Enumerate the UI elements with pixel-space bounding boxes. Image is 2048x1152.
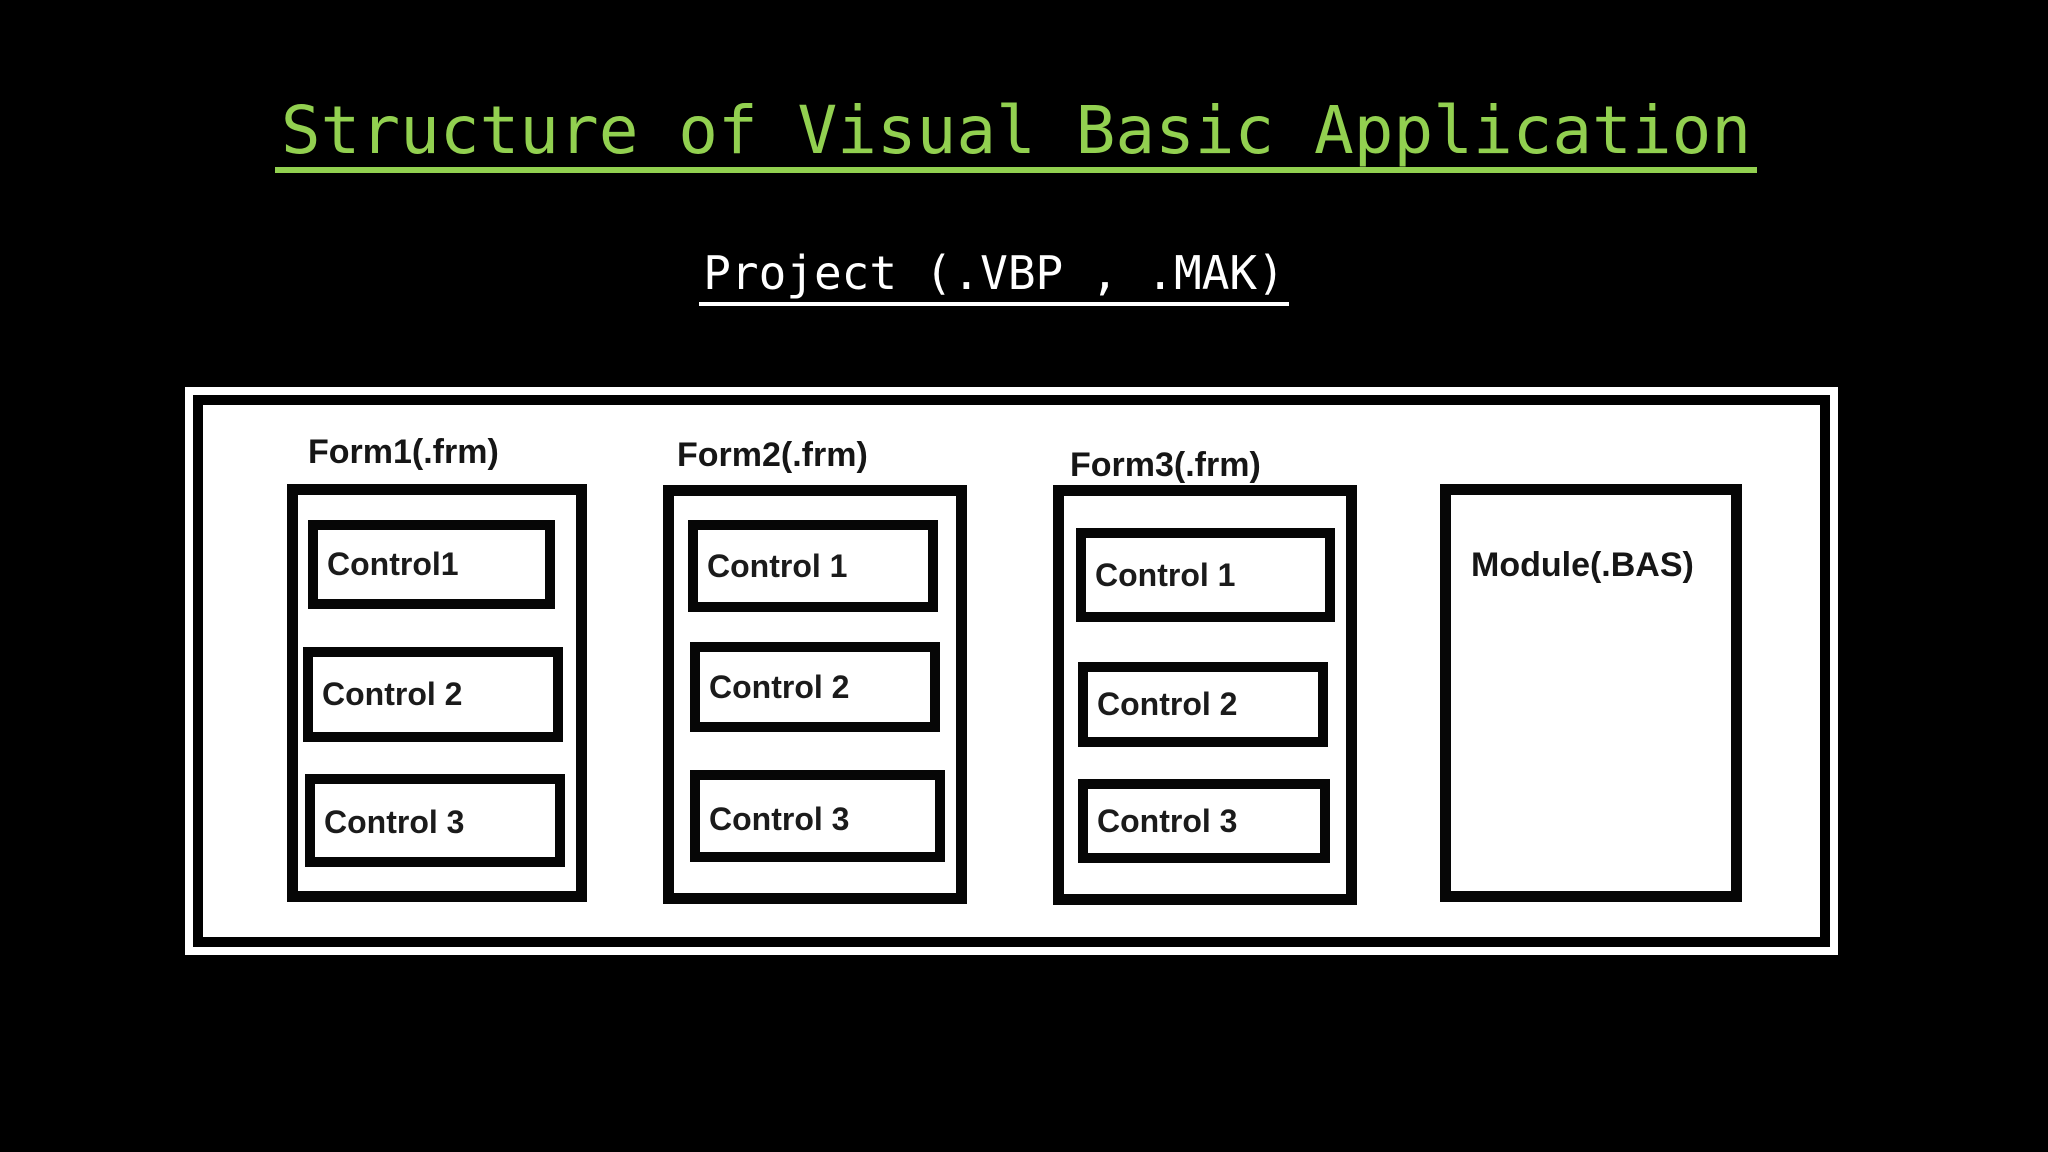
form2-control3-label: Control 3 — [709, 801, 850, 837]
form2-label: Form2(.frm) — [677, 436, 868, 474]
form2-control1-box: Control 1 — [688, 520, 938, 612]
form2-control3-box: Control 3 — [690, 770, 945, 862]
form1-control1-box: Control1 — [308, 520, 555, 609]
form1-control2-label: Control 2 — [322, 676, 463, 712]
form1-control2-box: Control 2 — [303, 647, 563, 742]
project-outer-frame: Form1(.frm) Control1 Control 2 Control 3… — [185, 387, 1838, 955]
form3-control3-box: Control 3 — [1078, 779, 1330, 863]
page-title: Structure of Visual Basic Application — [274, 96, 1758, 174]
form2-control1-label: Control 1 — [707, 547, 848, 584]
form1-control3-label: Control 3 — [324, 804, 465, 840]
form1-control1-label: Control1 — [327, 546, 459, 582]
form3-control3-label: Control 3 — [1097, 802, 1238, 839]
module-label: Module(.BAS) — [1471, 546, 1694, 584]
form3-box: Control 1 Control 2 Control 3 — [1053, 485, 1357, 905]
form3-control1-box: Control 1 — [1076, 528, 1335, 622]
form3-control1-label: Control 1 — [1095, 556, 1236, 593]
project-subtitle: Project (.VBP , .MAK) — [699, 248, 1289, 306]
form3-label: Form3(.frm) — [1070, 446, 1261, 484]
form1-control3-box: Control 3 — [305, 774, 565, 867]
form1-label: Form1(.frm) — [308, 433, 499, 471]
subtitle-row: Project (.VBP , .MAK) — [0, 248, 2048, 306]
title-row: Structure of Visual Basic Application — [0, 96, 2048, 174]
form2-box: Control 1 Control 2 Control 3 — [663, 485, 967, 904]
form3-control2-label: Control 2 — [1097, 686, 1238, 722]
form1-box: Control1 Control 2 Control 3 — [287, 484, 587, 902]
module-box: Module(.BAS) — [1440, 484, 1742, 902]
project-inner-panel: Form1(.frm) Control1 Control 2 Control 3… — [203, 405, 1820, 937]
form2-control2-label: Control 2 — [709, 668, 850, 705]
form3-control2-box: Control 2 — [1078, 662, 1328, 747]
form2-control2-box: Control 2 — [690, 642, 940, 732]
